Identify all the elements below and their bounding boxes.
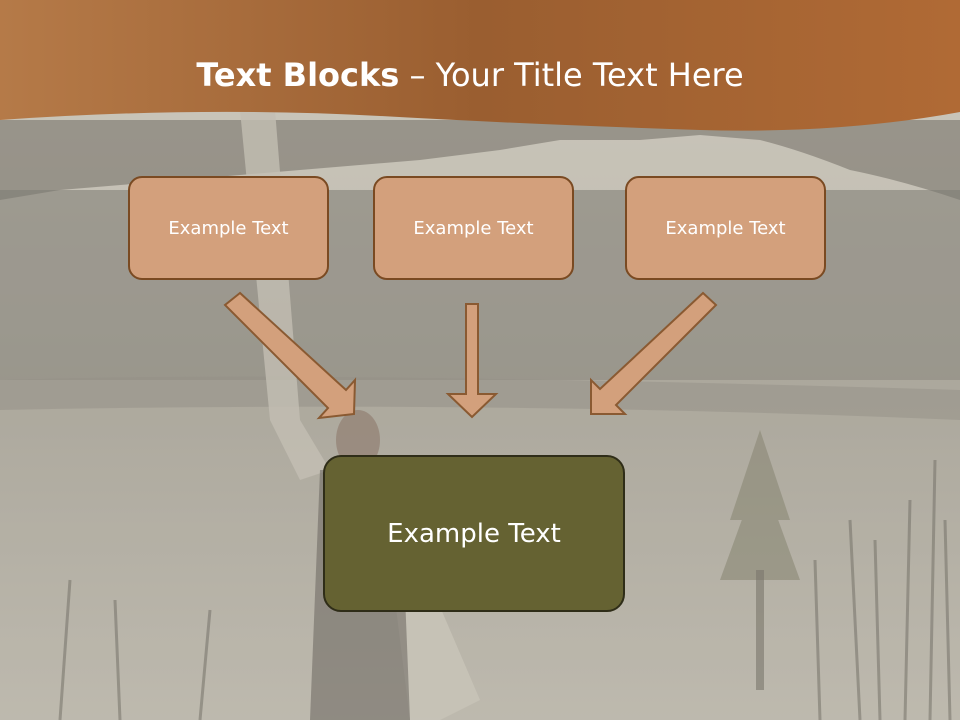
title-bold: Text Blocks	[196, 56, 400, 94]
text-block-1-label: Example Text	[168, 217, 289, 239]
arrow-left	[223, 291, 357, 420]
text-block-3-label: Example Text	[665, 217, 786, 239]
target-block-label: Example Text	[387, 518, 561, 549]
target-block[interactable]: Example Text	[323, 455, 625, 612]
text-block-3[interactable]: Example Text	[625, 176, 826, 280]
text-block-2-label: Example Text	[413, 217, 534, 239]
slide-title: Text Blocks – Your Title Text Here	[0, 56, 940, 94]
header-band	[0, 0, 960, 131]
arrow-center	[445, 303, 499, 419]
text-block-1[interactable]: Example Text	[128, 176, 329, 280]
text-block-2[interactable]: Example Text	[373, 176, 574, 280]
arrow-right	[590, 291, 718, 415]
title-rest: – Your Title Text Here	[399, 56, 744, 94]
